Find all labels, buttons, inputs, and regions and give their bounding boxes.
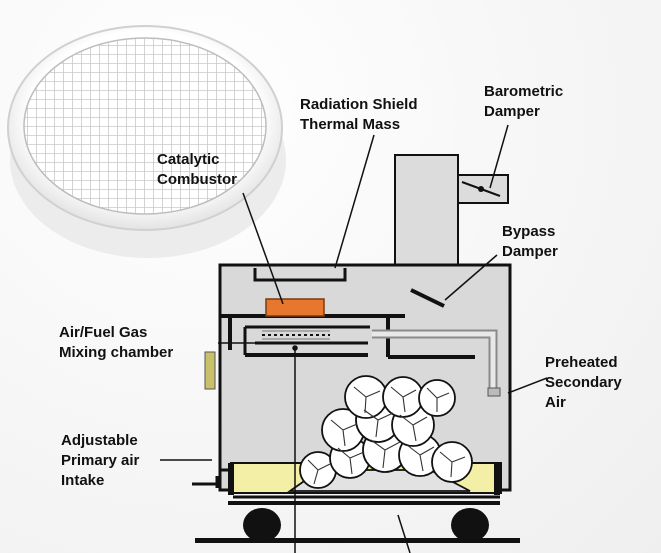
wood-log-icon	[287, 375, 473, 492]
leader-lines	[160, 124, 548, 553]
barometric-damper-label: Barometric Damper	[484, 83, 564, 120]
door-handle	[204, 351, 216, 390]
mixing-chamber-label: Air/Fuel Gas Mixing chamber	[59, 324, 174, 361]
preheated-air-label: Preheated Secondary Air	[545, 354, 622, 411]
secondary-air-pipe	[372, 329, 501, 397]
catalytic-honeycomb-icon	[7, 25, 286, 258]
wheel-icon	[243, 508, 281, 542]
primary-air-label: Adjustable Primary air Intake	[61, 432, 140, 489]
flue-pipe	[394, 154, 509, 266]
wheel-icon	[451, 508, 489, 542]
bypass-damper-label: Bypass Damper	[502, 223, 558, 260]
radiation-shield-label: Radiation Shield Thermal Mass	[300, 96, 418, 133]
stove-base	[195, 501, 520, 543]
catalytic-combustor-label: Catalytic Combustor	[157, 151, 237, 188]
catalytic-combustor	[265, 298, 325, 317]
